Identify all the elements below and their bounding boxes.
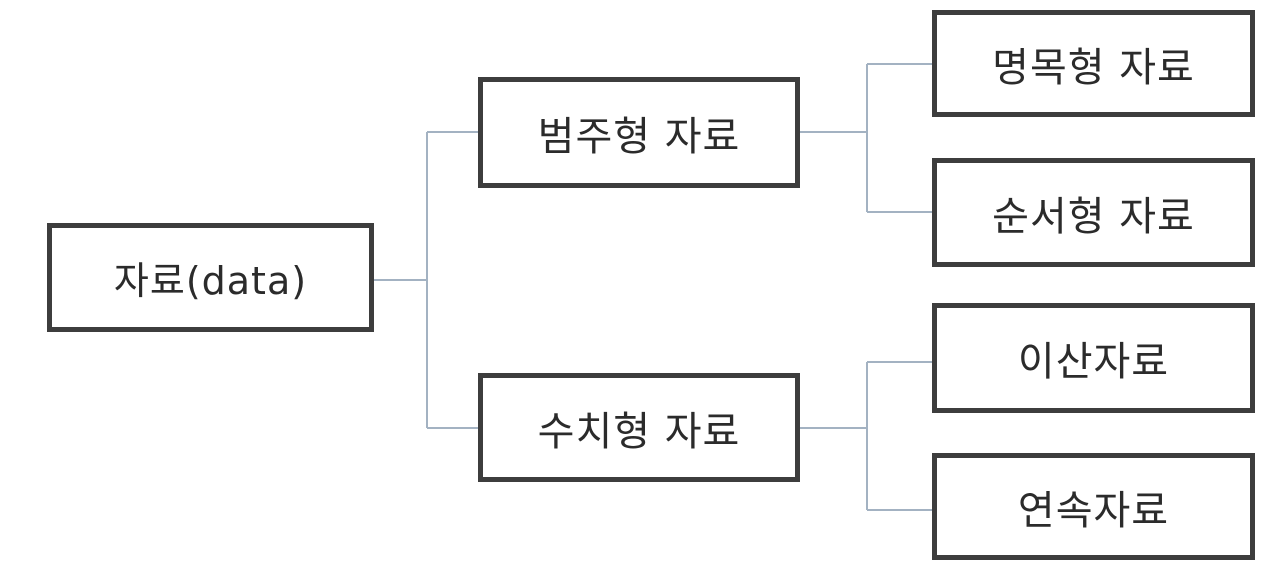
node-continuous-data: 연속자료 [932,453,1255,560]
node-numerical-data: 수치형 자료 [478,373,800,482]
node-categorical-data-label: 범주형 자료 [537,113,741,160]
node-data-root-label: 자료(data) [113,259,308,303]
node-nominal-data: 명목형 자료 [932,10,1255,117]
node-ordinal-data: 순서형 자료 [932,158,1255,267]
node-continuous-data-label: 연속자료 [1017,487,1170,534]
node-discrete-data-label: 이산자료 [1017,339,1170,385]
node-ordinal-data-label: 순서형 자료 [992,193,1195,240]
node-data-root: 자료(data) [47,223,374,332]
node-nominal-data-label: 명목형 자료 [992,44,1195,91]
node-discrete-data: 이산자료 [932,303,1255,413]
node-categorical-data: 범주형 자료 [478,77,800,188]
node-numerical-data-label: 수치형 자료 [537,408,741,455]
connector-root-branch [374,131,478,429]
connector-categorical-branch [800,63,932,213]
connector-numerical-branch [800,361,932,511]
